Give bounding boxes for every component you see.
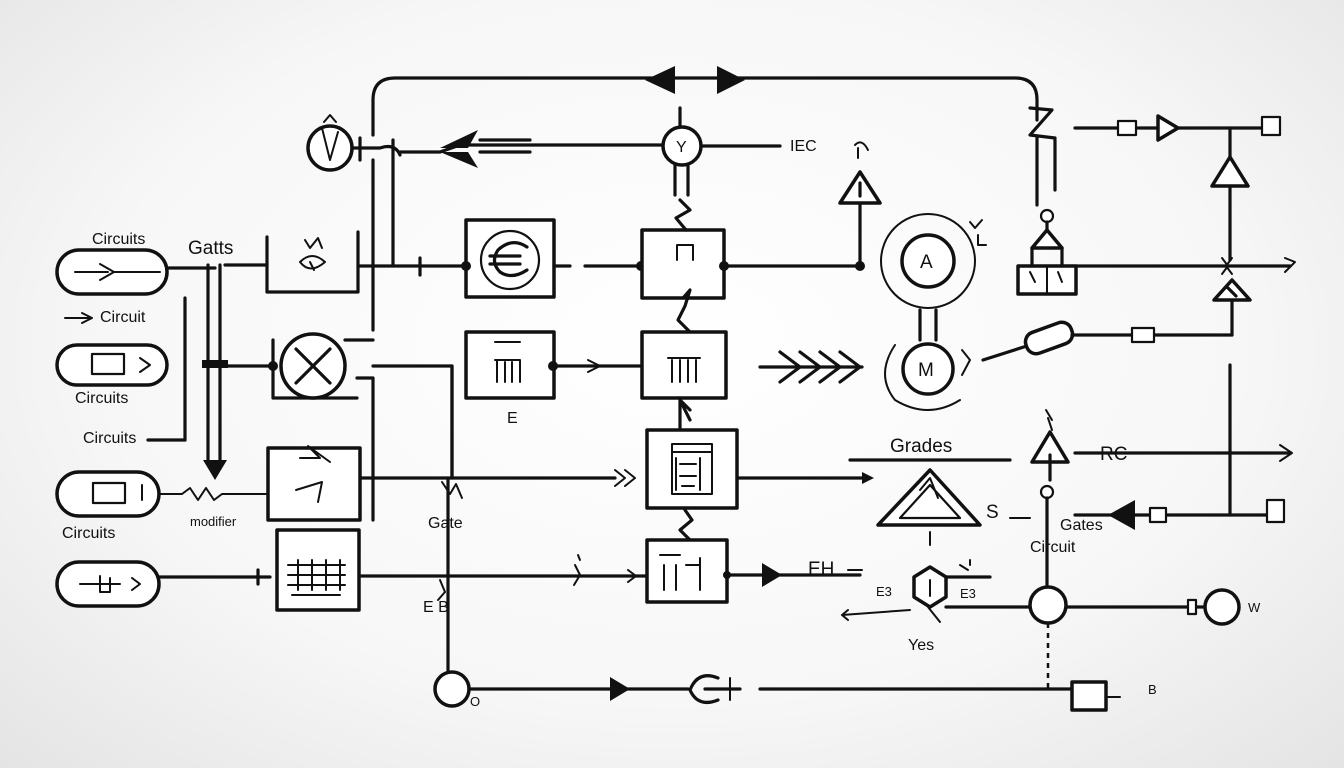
label-circuits-top: Circuits bbox=[92, 231, 145, 248]
top-left-dial bbox=[306, 114, 402, 172]
top-right-cluster bbox=[1028, 106, 1282, 262]
label-circuits-arrow: Circuits bbox=[83, 430, 136, 447]
mixer-block[interactable] bbox=[271, 332, 359, 400]
triangle-marker bbox=[838, 170, 882, 205]
label-e3: E3 bbox=[960, 586, 976, 601]
input-capsule-3[interactable] bbox=[55, 470, 161, 518]
bottom-meter-block[interactable] bbox=[645, 538, 729, 604]
block-u[interactable] bbox=[640, 228, 726, 300]
dial-y-label: Y bbox=[676, 139, 687, 156]
label-rc: RC bbox=[1100, 444, 1127, 465]
label-yes: Yes bbox=[908, 637, 934, 654]
output-node[interactable] bbox=[1203, 588, 1241, 626]
bridge-a-label: A bbox=[920, 252, 933, 273]
label-e3-left: E3 bbox=[876, 584, 892, 599]
label-o: O bbox=[470, 694, 480, 709]
label-eh: EH bbox=[808, 559, 834, 580]
label-circuits-bottom: Circuits bbox=[62, 525, 115, 542]
label-gatts: Gatts bbox=[188, 238, 233, 259]
label-s: S bbox=[986, 502, 999, 523]
label-b: B bbox=[1148, 682, 1157, 697]
grades-triangle[interactable] bbox=[876, 468, 982, 527]
label-iec: IEC bbox=[790, 138, 817, 155]
label-grades: Grades bbox=[890, 436, 952, 457]
bridge-m-label: M bbox=[918, 360, 934, 381]
block-e[interactable] bbox=[464, 330, 556, 400]
label-eb: E B bbox=[423, 599, 449, 616]
right-junction[interactable] bbox=[1028, 585, 1068, 625]
hex-node[interactable] bbox=[912, 565, 948, 609]
label-gates-right: Gates bbox=[1060, 517, 1103, 534]
label-circuits-mid: Circuits bbox=[75, 390, 128, 407]
label-modifier: modifier bbox=[190, 514, 237, 529]
left-bus bbox=[202, 263, 228, 480]
scope-block[interactable] bbox=[645, 428, 739, 510]
top-signal-wire bbox=[398, 130, 664, 168]
input-capsule-2[interactable] bbox=[55, 343, 169, 387]
dial-y[interactable]: Y bbox=[661, 125, 703, 167]
central-block-e[interactable] bbox=[464, 218, 556, 299]
label-e: E bbox=[507, 410, 518, 427]
input-capsule-4[interactable] bbox=[55, 560, 161, 608]
label-gate: Gate bbox=[428, 515, 463, 532]
label-w: W bbox=[1248, 600, 1261, 615]
right-box[interactable] bbox=[1016, 264, 1078, 296]
bridge-a[interactable]: A bbox=[880, 213, 987, 309]
gate-block-2[interactable] bbox=[266, 445, 362, 522]
top-feedback-loop bbox=[371, 66, 1039, 137]
bottom-rail: O B bbox=[433, 670, 1157, 712]
bridge-m[interactable]: M bbox=[884, 342, 971, 411]
label-circuit-right: Circuit bbox=[1030, 539, 1076, 556]
right-mid-sensor bbox=[1030, 409, 1070, 587]
gate-block-3[interactable] bbox=[275, 528, 361, 612]
block-iii[interactable] bbox=[640, 330, 728, 400]
input-capsule-1[interactable] bbox=[55, 248, 169, 296]
label-circuit-left: Circuit bbox=[100, 309, 146, 326]
chevron-arrow bbox=[758, 350, 864, 384]
gate-block-1[interactable] bbox=[265, 230, 360, 294]
